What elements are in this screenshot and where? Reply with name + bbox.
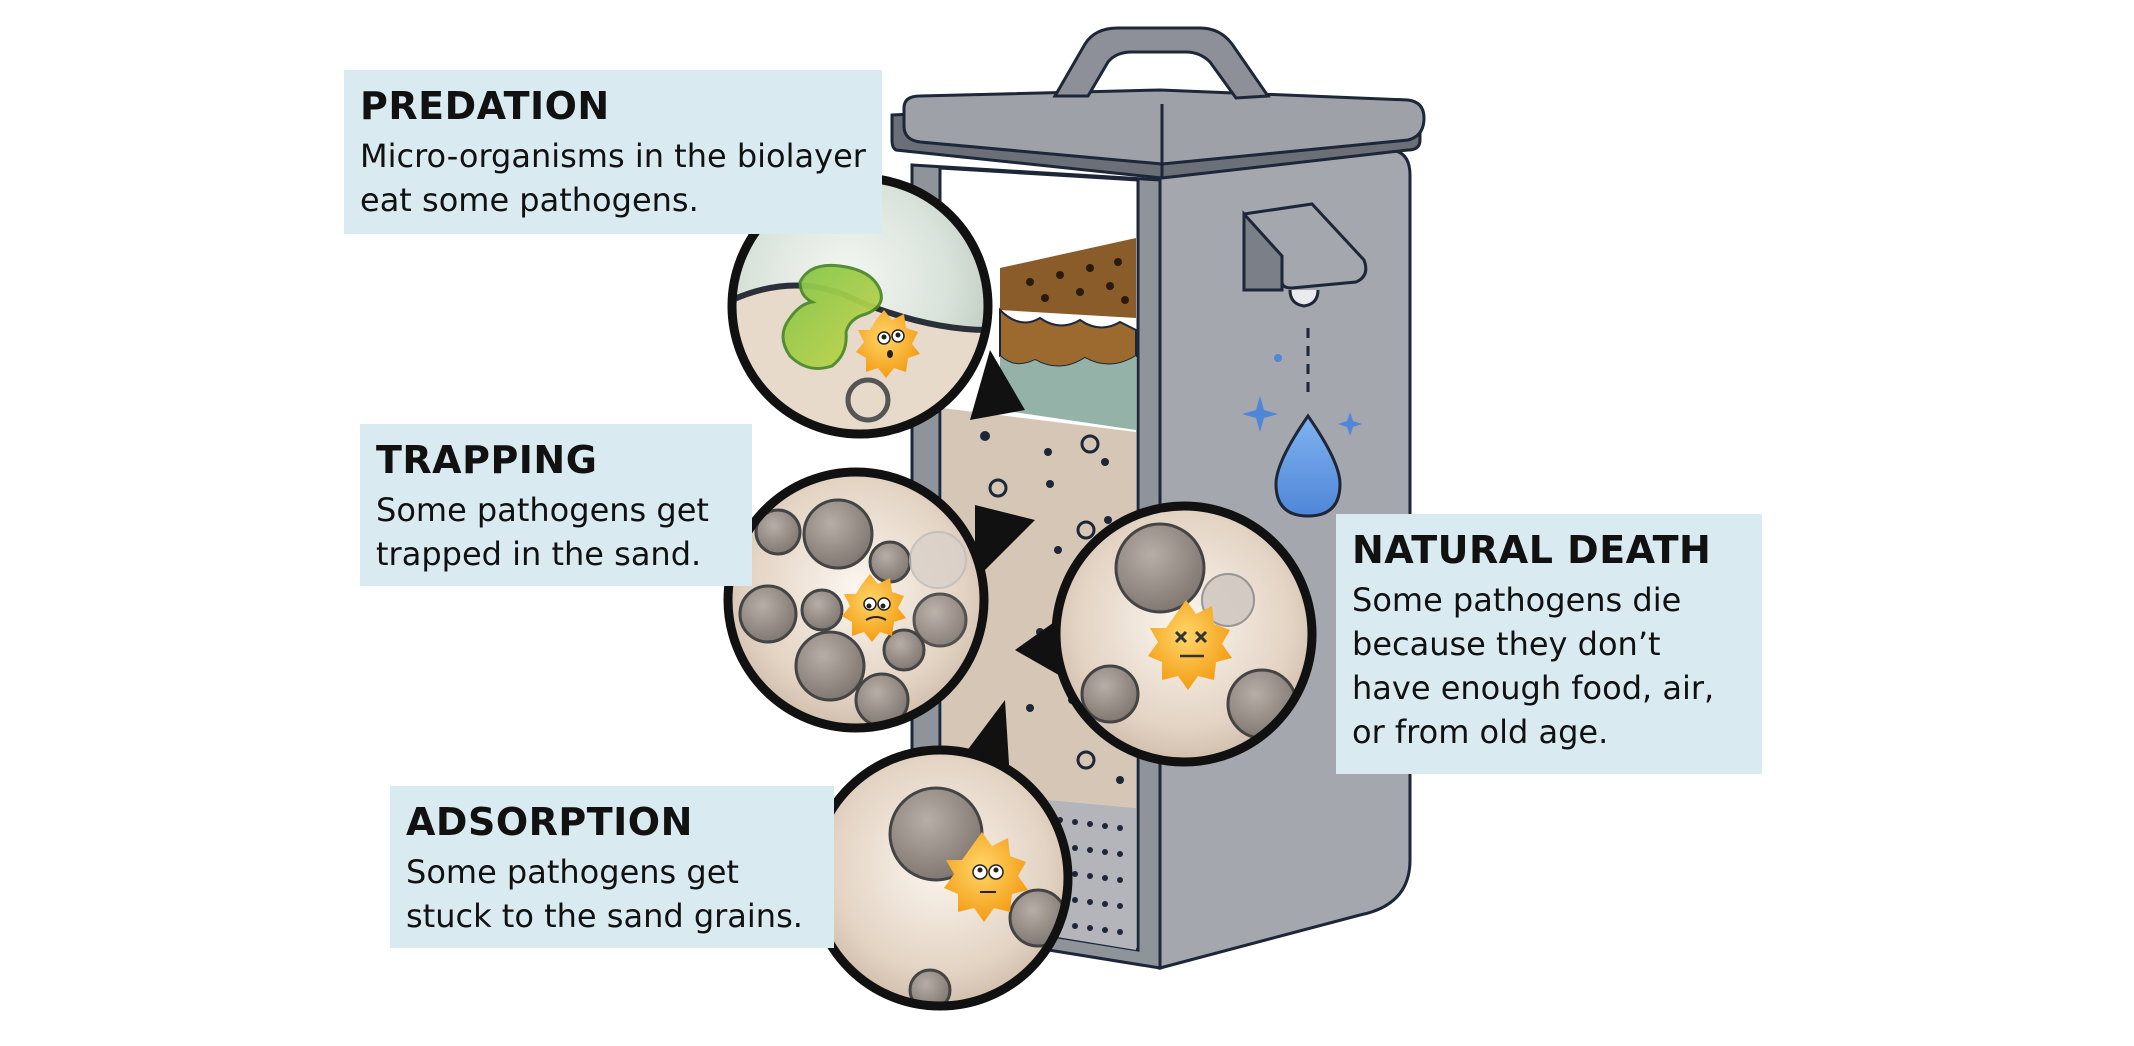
sand-grain-icon [738, 498, 968, 728]
sand-rings [988, 434, 1100, 770]
trapping-lens [723, 467, 989, 733]
natural-death-line-3: have enough food, air, [1352, 669, 1715, 707]
natural-death-label-box: NATURAL DEATH Some pathogens die because… [1336, 514, 1762, 774]
natural-death-lens [1051, 501, 1317, 767]
adsorption-description: Some pathogens get stuck to the sand gra… [406, 850, 818, 938]
adsorption-label-box: ADSORPTION Some pathogens get stuck to t… [390, 786, 834, 948]
filter-lid [890, 88, 1426, 180]
predation-pointer [970, 350, 1025, 420]
water-drop-icon [1274, 413, 1342, 518]
trapping-label-box: TRAPPING Some pathogens get trapped in t… [360, 424, 752, 586]
natural-death-line-2: because they don’t [1352, 625, 1661, 663]
natural-death-title: NATURAL DEATH [1352, 528, 1712, 572]
spout-icon [1242, 202, 1368, 308]
natural-death-line-4: or from old age. [1352, 713, 1609, 751]
trapping-pointer [975, 505, 1035, 580]
predator-organism-icon [781, 263, 883, 370]
soil-dots [1026, 258, 1129, 304]
adsorption-line-1: Some pathogens get [406, 853, 739, 891]
pathogen-icon [856, 310, 920, 378]
predation-line-2: eat some pathogens. [360, 181, 699, 219]
trapping-line-2: trapped in the sand. [376, 535, 702, 573]
predation-label-box: PREDATION Micro-organisms in the biolaye… [344, 70, 882, 234]
natural-death-line-1: Some pathogens die [1352, 581, 1682, 619]
natural-death-description: Some pathogens die because they don’t ha… [1352, 578, 1746, 754]
predation-title: PREDATION [360, 84, 610, 128]
trapping-title: TRAPPING [376, 438, 598, 482]
adsorption-lens [807, 745, 1073, 1011]
predation-line-1: Micro-organisms in the biolayer [360, 137, 866, 175]
predation-description: Micro-organisms in the biolayer eat some… [360, 134, 866, 222]
sparkle-icon [1242, 396, 1278, 432]
pathogen-icon [1148, 600, 1232, 690]
filter-handle-icon [1052, 26, 1271, 100]
adsorption-title: ADSORPTION [406, 800, 693, 844]
trapping-description: Some pathogens get trapped in the sand. [376, 488, 736, 576]
trapping-line-1: Some pathogens get [376, 491, 709, 529]
pathogen-icon [842, 574, 906, 642]
adsorption-line-2: stuck to the sand grains. [406, 897, 803, 935]
sparkle-dot [1274, 354, 1282, 362]
sparkle-icon [1338, 412, 1362, 436]
pathogen-icon [944, 832, 1028, 922]
predation-lens [727, 173, 993, 439]
gravel-dots [1057, 817, 1123, 935]
